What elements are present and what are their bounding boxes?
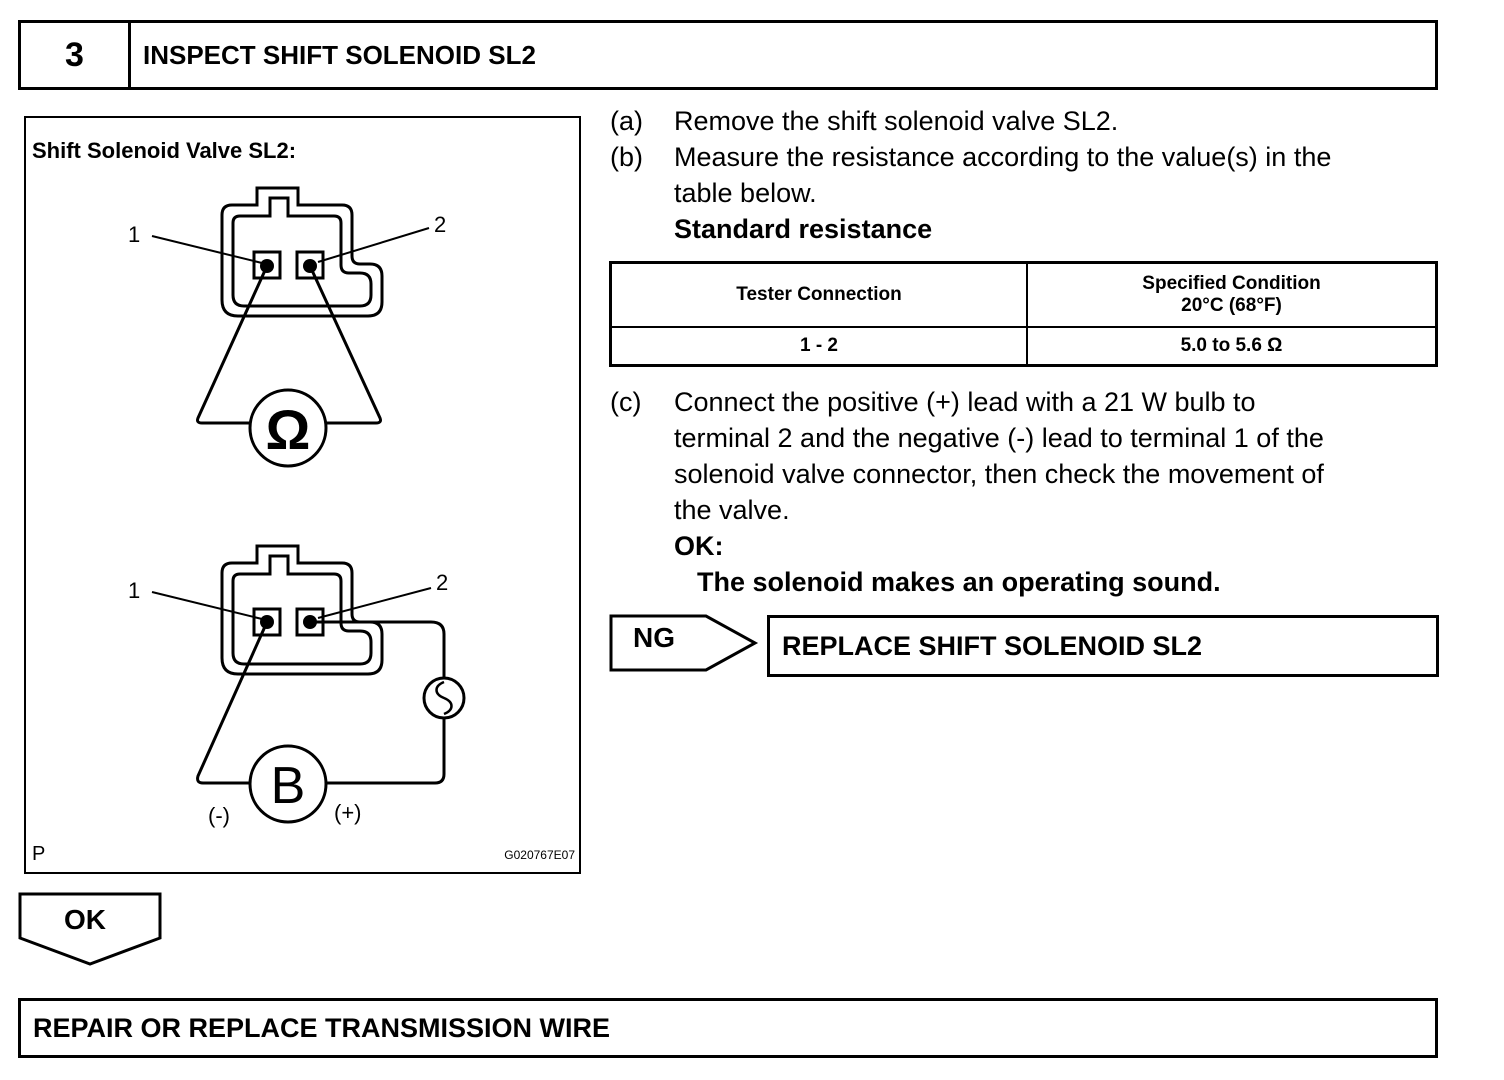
battery-symbol: B [271,757,306,815]
step-b-line1: Measure the resistance according to the … [674,142,1332,172]
ng-label: NG [633,622,675,653]
ok-arrow-icon [18,892,162,966]
figure-id: G020767E07 [504,848,575,862]
diagram-svg: Shift Solenoid Valve SL2: 1 2 Ω [32,138,575,865]
step-c-line4: the valve. [674,495,790,525]
battery-icon [248,744,328,824]
col-header-condition-line1: Specified Condition [1142,273,1321,294]
ng-arrow-icon [609,614,759,672]
top-connector [220,186,384,318]
ohmmeter-symbol: Ω [266,398,311,461]
step-b-letter: (b) [610,142,643,172]
table-row: 1 - 2 5.0 to 5.6 Ω [609,326,1438,367]
bottom-pin2-label: 2 [436,570,448,595]
step-a-letter: (a) [610,106,643,136]
ok-label: OK [64,904,106,935]
step-c-line3: solenoid valve connector, then check the… [674,459,1324,489]
resistance-table: Tester Connection Specified Condition 20… [609,261,1438,367]
positive-label: (+) [334,800,362,825]
top-pin2-label: 2 [434,212,446,237]
corner-label: P [32,843,45,865]
top-pins [260,259,317,273]
top-pin1-label: 1 [128,222,140,247]
step-c-letter: (c) [610,387,642,417]
standard-resistance-heading: Standard resistance [674,214,933,244]
cell-condition: 5.0 to 5.6 Ω [1026,326,1438,367]
cell-connection: 1 - 2 [609,326,1028,367]
col-header-condition: Specified Condition 20°C (68°F) [1026,261,1438,328]
diagram-title: Shift Solenoid Valve SL2: [32,138,296,163]
ok-criteria-label: OK: [674,531,724,561]
col-header-connection: Tester Connection [609,261,1028,328]
step-c-line1: Connect the positive (+) lead with a 21 … [674,387,1256,417]
ok-action-box: REPAIR OR REPLACE TRANSMISSION WIRE [18,998,1438,1058]
solenoid-diagram: Shift Solenoid Valve SL2: 1 2 Ω [24,116,581,874]
step-c-line2: terminal 2 and the negative (-) lead to … [674,423,1324,453]
step-a-text: Remove the shift solenoid valve SL2. [674,106,1119,136]
table-header-row: Tester Connection Specified Condition 20… [609,261,1438,328]
step-number: 3 [21,23,131,87]
step-title: INSPECT SHIFT SOLENOID SL2 [143,39,536,70]
bottom-pins [260,615,317,629]
step-b-line2: table below. [674,178,817,208]
ohmmeter-wires [196,265,382,425]
bottom-connector [220,544,384,676]
step-header: 3 INSPECT SHIFT SOLENOID SL2 [18,20,1438,90]
ohmmeter-icon [248,388,328,468]
negative-label: (-) [208,803,230,828]
bottom-pin1-label: 1 [128,578,140,603]
bottom-leader-lines [151,587,432,620]
ok-criteria-text: The solenoid makes an operating sound. [697,567,1221,597]
bulb-circuit-wires [196,620,446,785]
col-header-condition-line2: 20°C (68°F) [1181,295,1282,316]
ng-action-box: REPLACE SHIFT SOLENOID SL2 [767,615,1439,677]
bulb-icon [422,676,466,720]
top-leader-lines [151,227,430,264]
